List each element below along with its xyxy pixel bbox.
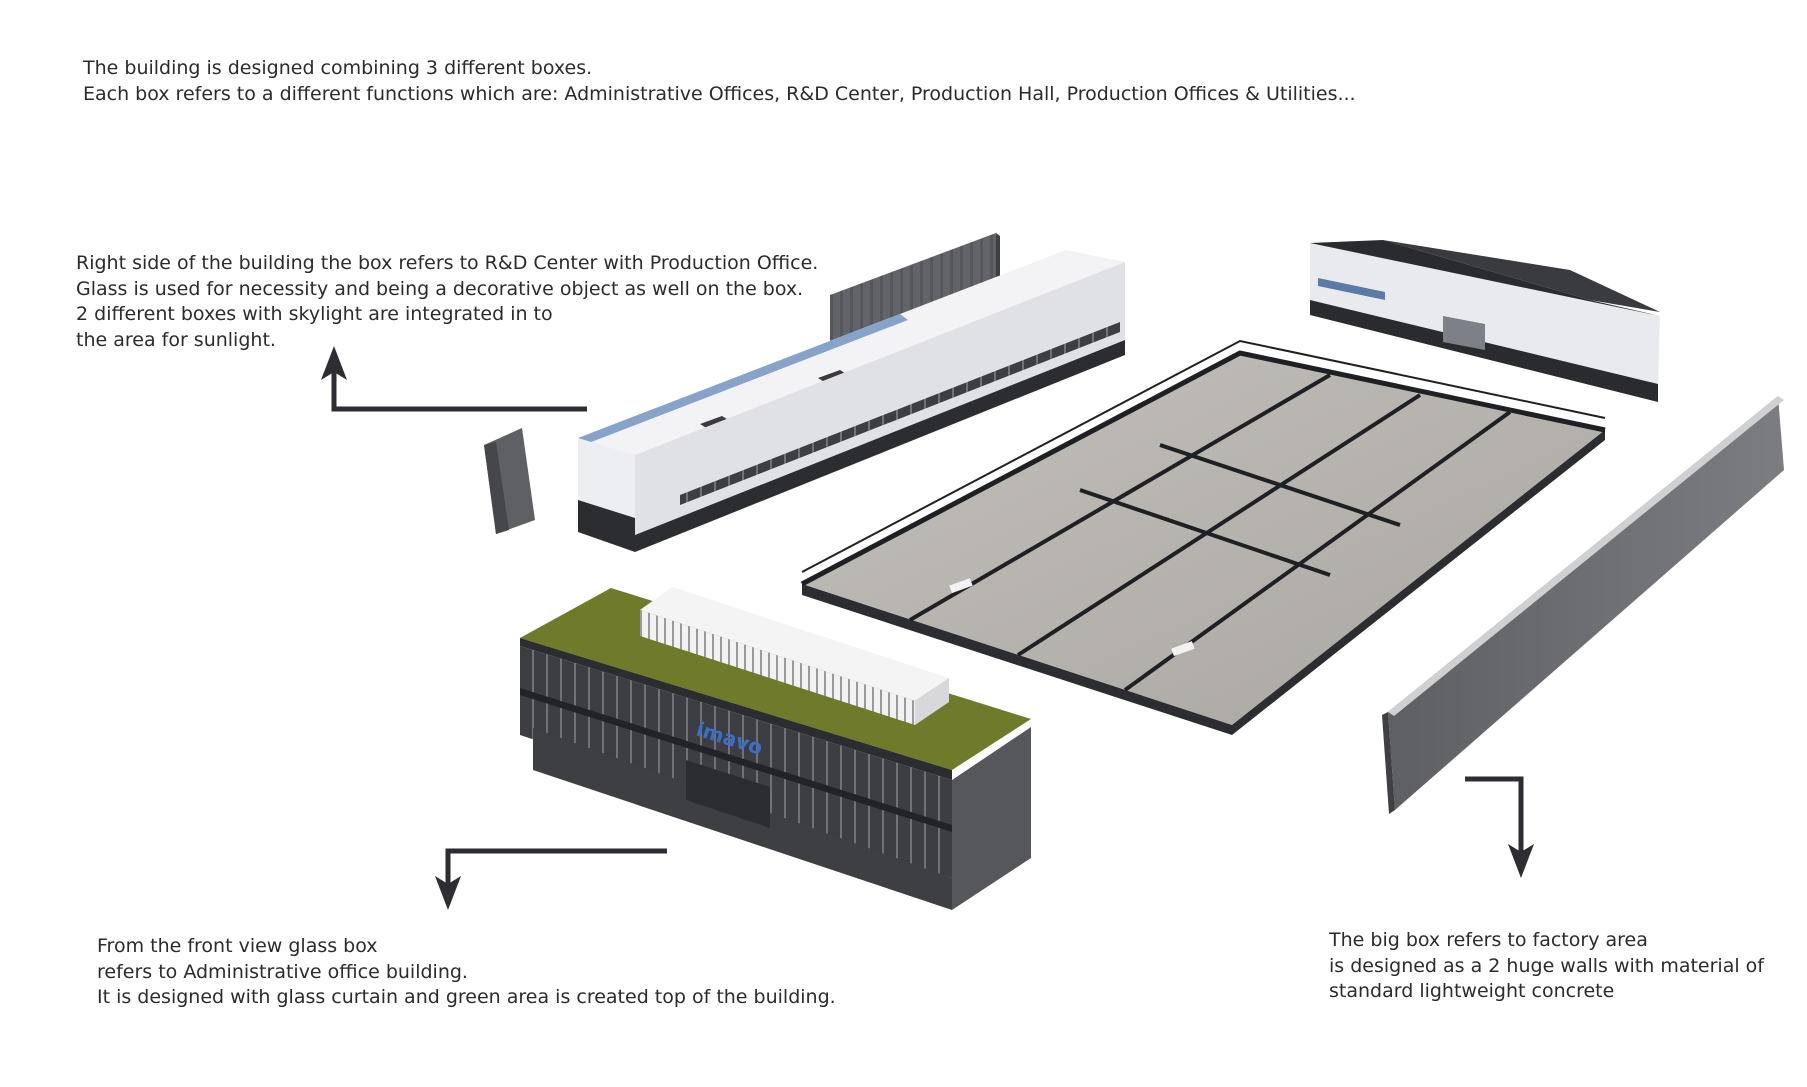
steel-frames: [908, 373, 1512, 692]
rd-note-line: Glass is used for necessity and being a …: [76, 277, 804, 300]
admin-note-line: It is designed with glass curtain and gr…: [97, 986, 836, 1008]
factory-note-line: The big box refers to factory area: [1329, 929, 1648, 951]
hall-gate: [1443, 316, 1485, 350]
floor-opening-1: [949, 578, 973, 594]
arrow-down-icon: [435, 848, 667, 910]
rd-center-box: [578, 250, 1125, 552]
production-hall-shed: [1310, 240, 1660, 402]
intro-line: The building is designed combining 3 dif…: [83, 57, 593, 79]
arrow-down-icon: [1465, 776, 1534, 878]
factory-note-line: is designed as a 2 huge walls with mater…: [1329, 954, 1764, 977]
arrow-up-icon: [321, 346, 587, 412]
floor-opening-2: [1171, 641, 1195, 657]
admin-office-note: From the front view glass box refers to …: [97, 934, 836, 1011]
administrative-office-box: imavo: [520, 587, 1031, 910]
admin-note-line: refers to Administrative office building…: [97, 960, 468, 983]
skylight-2: [818, 370, 848, 383]
factory-note-line: standard lightweight concrete: [1329, 980, 1615, 1002]
admin-note-line: From the front view glass box: [97, 935, 378, 957]
big-concrete-wall: [1382, 396, 1784, 814]
intro-text: The building is designed combining 3 dif…: [83, 56, 1356, 107]
rd-center-note: Right side of the building the box refer…: [76, 251, 818, 353]
small-wall-fragment: [484, 428, 535, 534]
factory-floor: [800, 339, 1606, 735]
skylight-1: [700, 416, 730, 429]
factory-area-note: The big box refers to factory area is de…: [1329, 928, 1764, 1005]
rd-note-line: Right side of the building the box refer…: [76, 252, 819, 274]
rd-note-line: the area for sunlight.: [76, 328, 276, 351]
rd-note-line: 2 different boxes with skylight are inte…: [76, 303, 553, 325]
intro-line: Each box refers to a different functions…: [83, 82, 1356, 105]
main-entrance: [686, 760, 770, 828]
